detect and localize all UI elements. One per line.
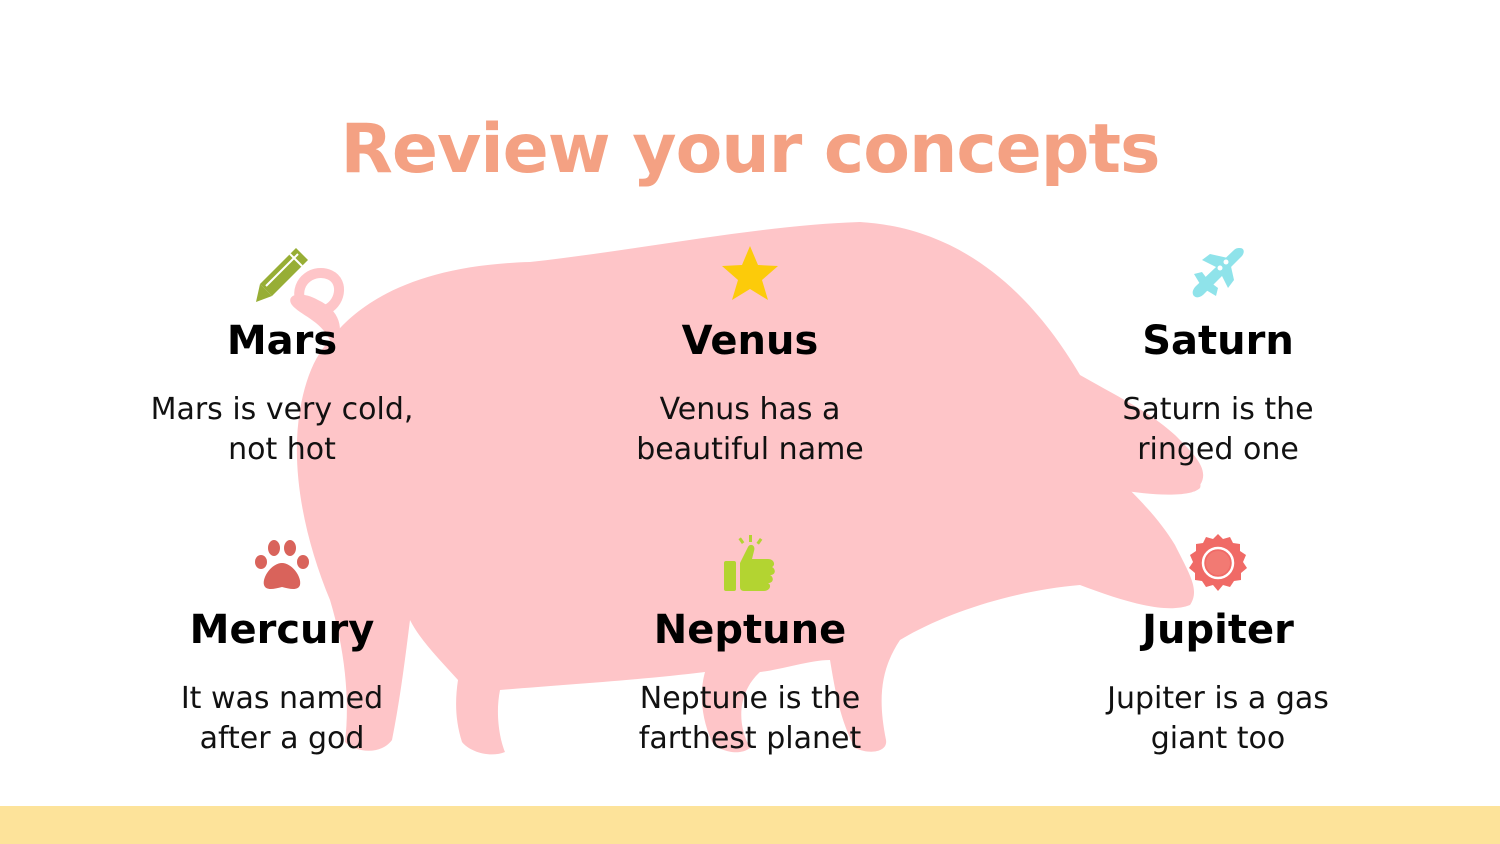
badge-icon [1188,533,1248,593]
description-line: not hot [228,432,336,467]
pencil-icon [252,244,312,304]
page-title: Review your concepts [340,110,1161,189]
airplane-icon [1188,244,1248,304]
description-line: Mars is very cold, [150,392,414,427]
concept-description: Jupiter is a gas giant too [1018,679,1418,759]
description-line: giant too [1150,721,1286,756]
description-line: Neptune is the [639,681,861,716]
concept-title: Saturn [1142,318,1294,364]
concept-description: Saturn is the ringed one [1018,390,1418,470]
concept-description: Venus has a beautiful name [550,390,950,470]
star-icon [720,244,780,304]
description-line: It was named [180,681,384,716]
concept-title: Neptune [653,607,847,653]
concept-title: Venus [681,318,819,364]
concept-title: Mercury [189,607,375,653]
description-line: farthest planet [638,721,862,756]
concept-title: Jupiter [1142,607,1294,653]
description-line: Jupiter is a gas [1107,681,1329,716]
concept-description: It was named after a god [82,679,482,759]
description-line: Venus has a [659,392,841,427]
concept-title: Mars [226,318,338,364]
description-line: beautiful name [636,432,864,467]
description-line: after a god [199,721,365,756]
description-line: Saturn is the [1122,392,1314,427]
footer-bar [0,806,1500,844]
description-line: ringed one [1137,432,1299,467]
thumbs-up-icon [720,533,780,593]
concept-description: Mars is very cold, not hot [82,390,482,470]
concept-description: Neptune is the farthest planet [550,679,950,759]
paw-icon [252,533,312,593]
